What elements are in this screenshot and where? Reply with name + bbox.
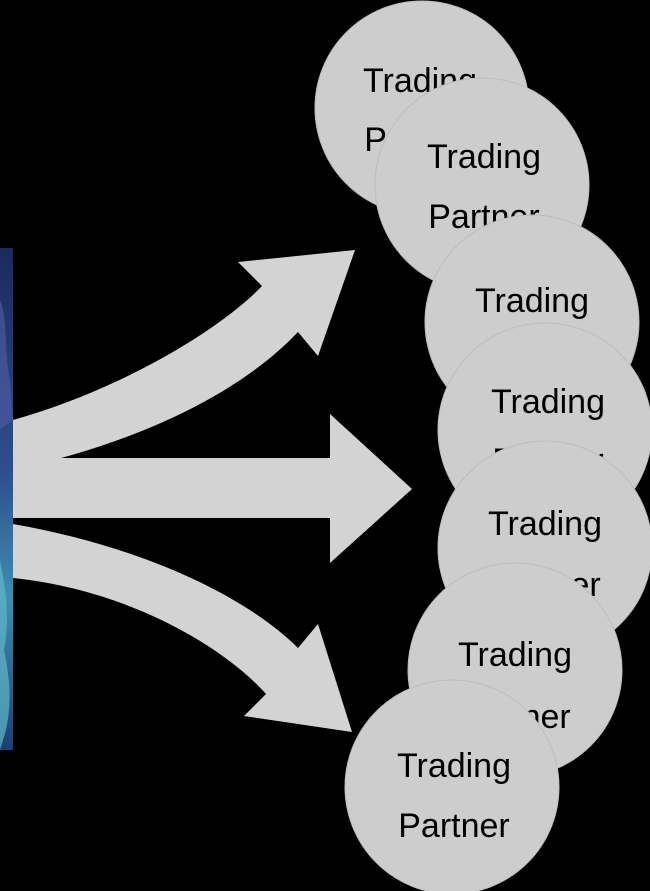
partner-label-line-1: Trading xyxy=(491,383,605,421)
arrow-lower xyxy=(13,524,352,732)
partner-label-line-1: Trading xyxy=(475,282,589,320)
partners-group: TradingPartnerTradingPartnerTradingPartn… xyxy=(314,0,650,891)
arrow-upper xyxy=(13,250,355,470)
arrow-middle xyxy=(13,414,412,563)
partner-label-line-1: Trading xyxy=(427,138,541,176)
arrows-group xyxy=(13,250,412,732)
partner-label-line-1: Trading xyxy=(397,747,511,785)
partner-label-line-1: Trading xyxy=(458,636,572,674)
partner-circle xyxy=(344,679,560,891)
partner-label-line-1: Trading xyxy=(488,505,602,543)
partner-label-line-2: Partner xyxy=(398,807,510,845)
source-image xyxy=(0,248,13,750)
